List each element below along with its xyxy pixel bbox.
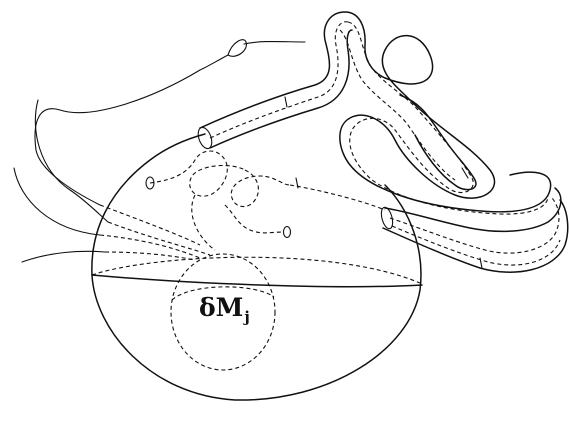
strand-top-left — [200, 55, 228, 70]
strand-4-dashed — [105, 252, 195, 260]
tube-core-loop — [348, 22, 548, 214]
tube-tick-1 — [285, 97, 287, 107]
boundary-label: δMj — [199, 293, 249, 322]
strand-1 — [35, 70, 200, 205]
strand-top-tail — [244, 42, 305, 45]
strand-3-dashed — [108, 222, 210, 255]
strand-top-knot — [228, 40, 246, 57]
inner-knot-2 — [231, 170, 290, 207]
inner-link-right — [290, 185, 385, 210]
tube-loop-inner — [400, 95, 476, 190]
equator-front — [92, 275, 422, 287]
boundary-label-main: δM — [199, 293, 243, 322]
tube-loop-outer — [340, 36, 551, 212]
inner-knot-4 — [192, 195, 215, 250]
inner-tube-end-2 — [284, 227, 291, 238]
boundary-label-sub: j — [244, 308, 249, 326]
inner-knot-3 — [225, 205, 283, 233]
tube-core-loop-2 — [340, 30, 455, 180]
inner-knot-1 — [150, 151, 245, 196]
ball-outline — [92, 185, 421, 400]
